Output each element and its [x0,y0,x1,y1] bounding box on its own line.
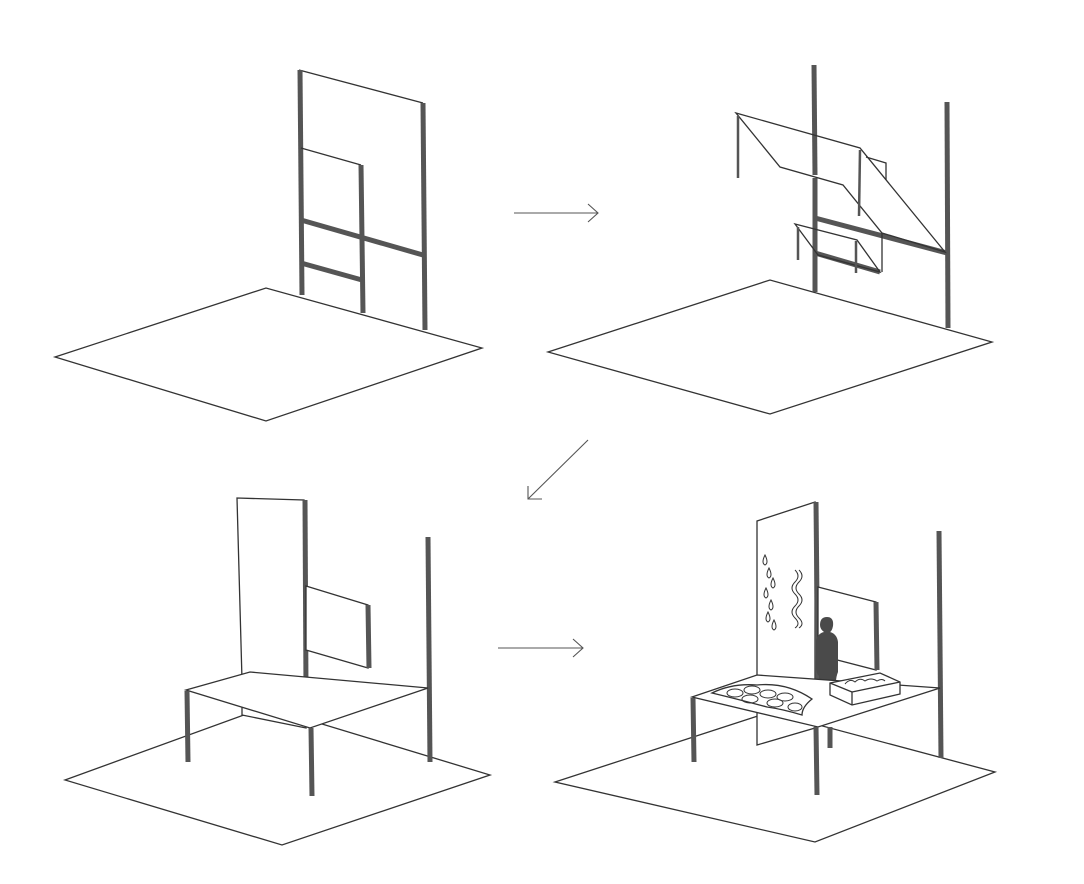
step-4-stall-in-use [552,501,998,843]
step-2-awnings [545,64,995,415]
frame-top-edge [298,69,424,104]
post-right [425,536,433,763]
post-right [936,530,944,759]
cloth-items [726,685,803,712]
side-panel [305,585,369,669]
lower-awning [793,222,882,274]
post-side [873,601,880,671]
crossbar-lower [300,260,363,283]
post-left [297,69,305,296]
crossbar-upper [300,217,424,258]
floor-plane [52,287,485,422]
floor-plane [62,706,493,846]
floor-plane [545,279,995,415]
upper-awning [734,111,947,272]
post-side [365,604,372,669]
step-1-frame [52,69,485,422]
post-right [420,102,428,331]
table-leg-front [813,726,820,796]
step-3-table [62,497,493,846]
arrow-right-2 [498,638,584,658]
tall-back-panel [236,497,306,691]
table-top [689,674,941,728]
post-left [811,64,818,176]
produce-crate [829,672,901,706]
table-leg-left [184,690,191,763]
floor-plane [552,711,998,843]
arrow-down-left [527,439,589,500]
table-leg-front [308,727,315,797]
crossbar-upper [814,215,948,256]
table-top [183,671,429,729]
person-silhouette [816,617,838,690]
inner-frame-top [300,147,362,166]
arrow-right-1 [514,203,599,223]
hanging-goods [762,553,803,631]
post-right [944,101,951,329]
display-cloth [710,683,814,716]
table-leg-left [690,697,697,763]
